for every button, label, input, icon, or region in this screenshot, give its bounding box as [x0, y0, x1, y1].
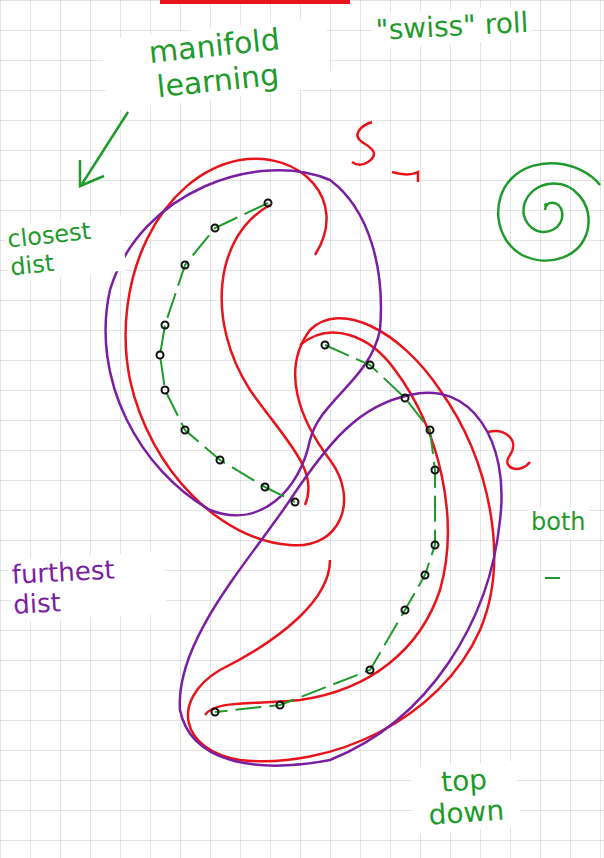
red-squiggle: [352, 122, 418, 182]
pointer-arrow: [82, 112, 128, 184]
handwritten-note: "swiss" roll: [372, 6, 532, 48]
red-outline: [205, 205, 448, 715]
spiral-dot: [544, 203, 548, 207]
handwritten-note: furthest dist: [8, 552, 167, 622]
spiral-sketch: [498, 163, 600, 260]
neighbour-chain: [160, 203, 295, 502]
tick-mark: [545, 577, 560, 579]
data-points: [157, 200, 439, 716]
purple-cluster: [180, 393, 502, 766]
neighbour-chain: [215, 345, 435, 712]
handwritten-note: closest dist: [3, 214, 126, 283]
handwritten-note: top down: [410, 761, 520, 835]
red-rule: [160, 0, 350, 4]
handwritten-note: manifold learning: [100, 16, 332, 110]
red-outline: [126, 159, 495, 762]
handwritten-note: both: [528, 508, 589, 538]
purple-cluster: [106, 170, 381, 515]
arrow-head: [80, 160, 104, 186]
